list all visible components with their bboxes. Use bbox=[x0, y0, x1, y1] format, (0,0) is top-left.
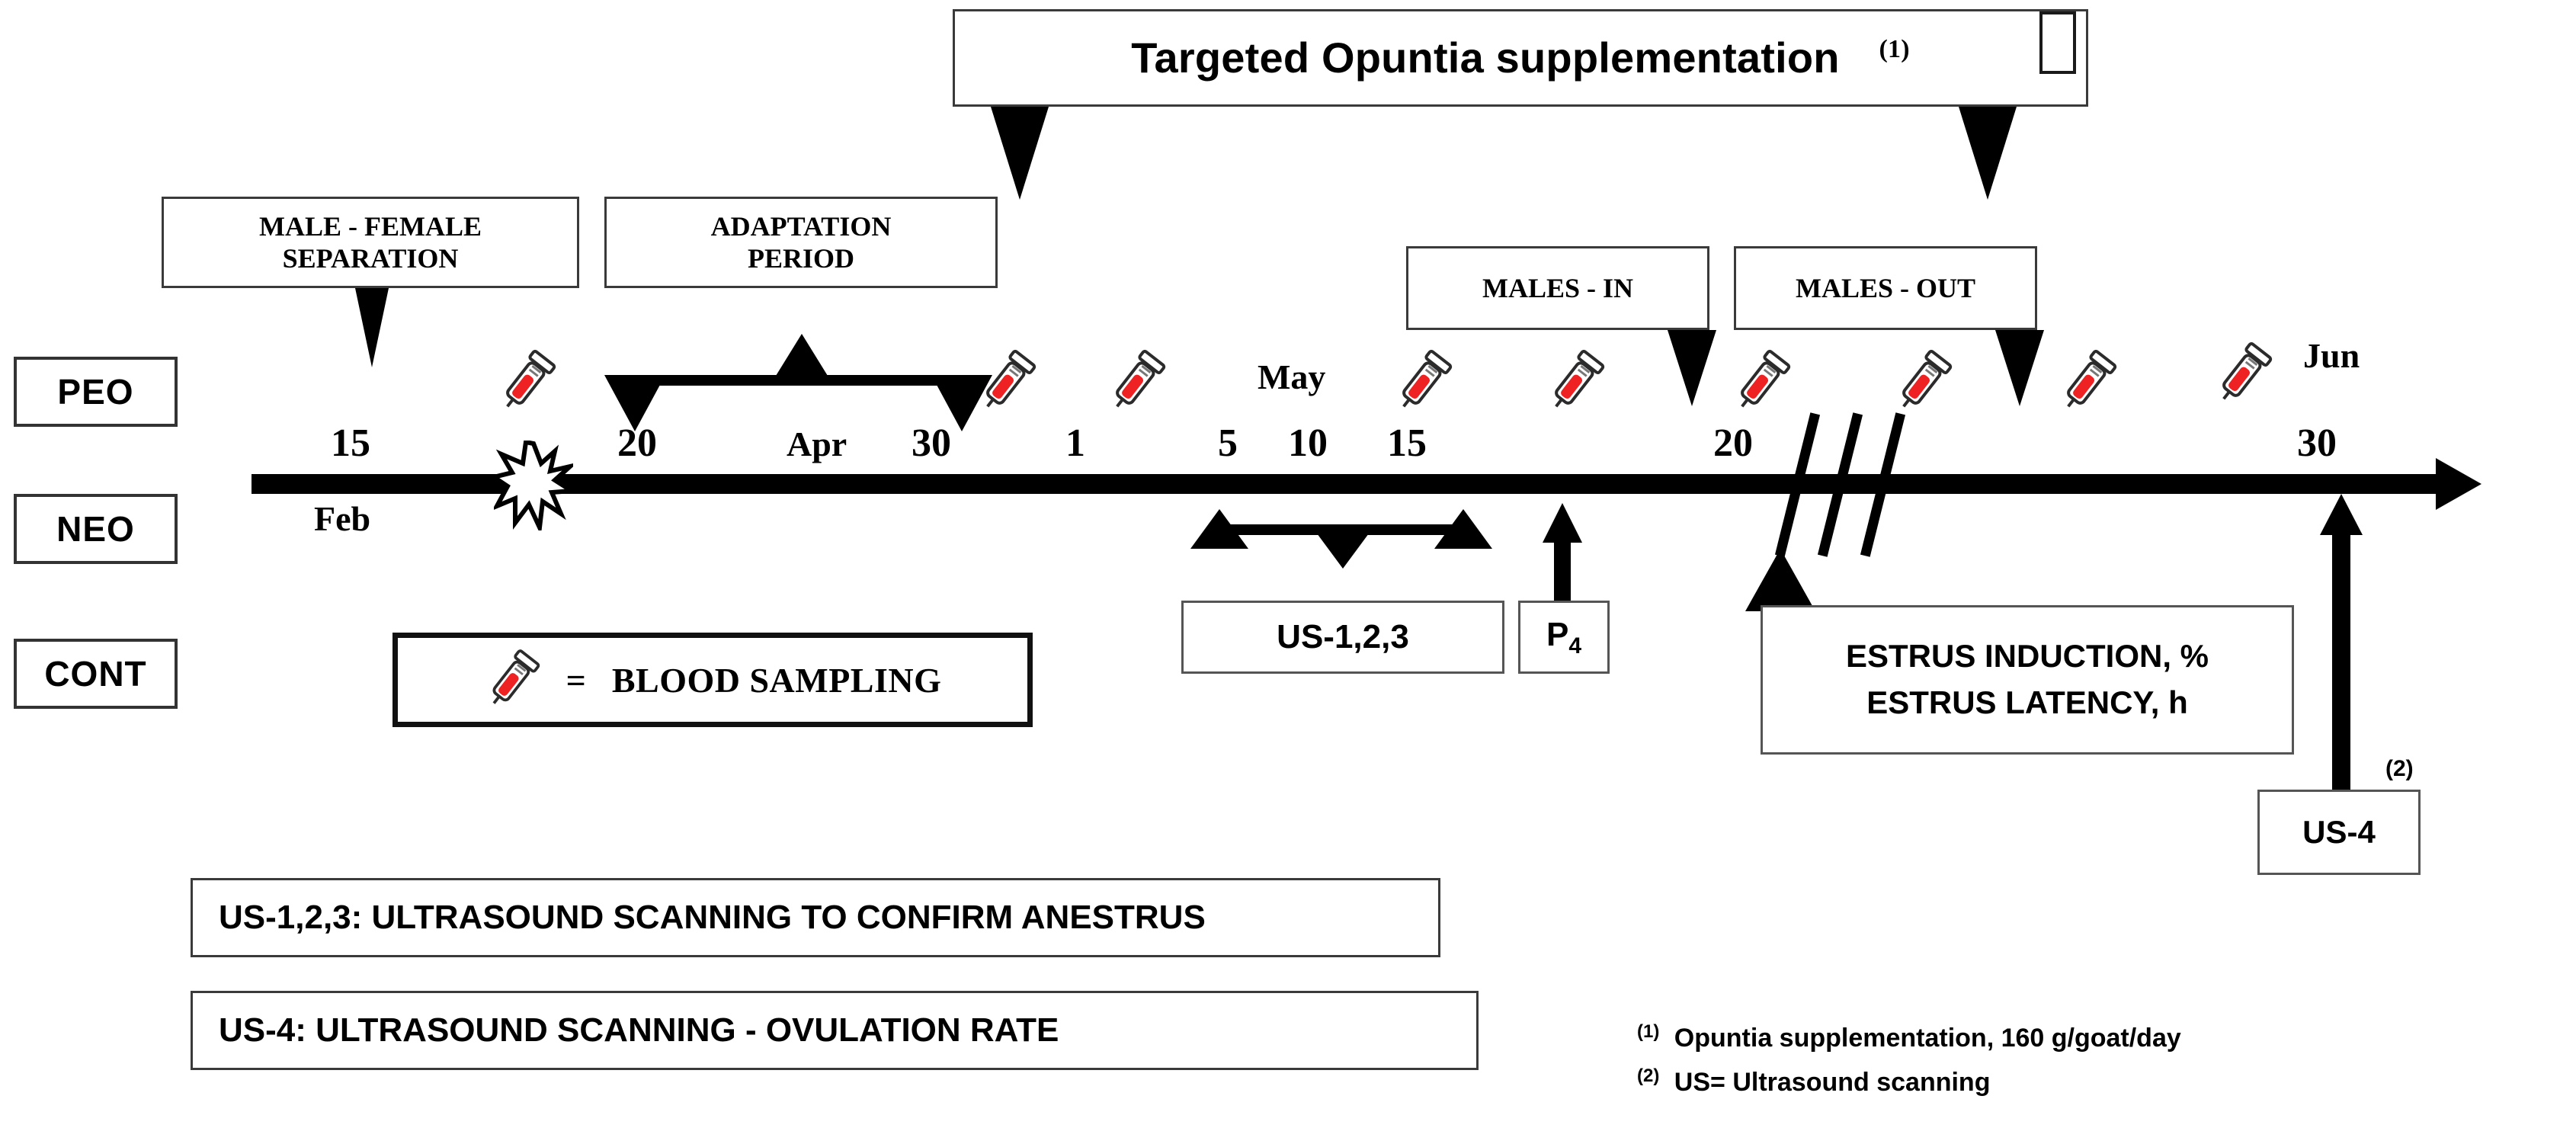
footnote-2: (2) US= Ultrasound scanning bbox=[1637, 1066, 1990, 1098]
event-box-males-in: MALES - IN bbox=[1406, 246, 1709, 330]
us123-span-center-tie-icon bbox=[1317, 534, 1369, 569]
timeline-starburst-icon bbox=[494, 441, 573, 530]
definition-box-us4: US-4: ULTRASOUND SCANNING - OVULATION RA… bbox=[191, 991, 1479, 1070]
date-label-30-apr: 30 bbox=[912, 421, 951, 465]
footnote-2-text: US= Ultrasound scanning bbox=[1674, 1068, 1991, 1098]
group-tag-peo-label: PEO bbox=[57, 372, 134, 412]
adaptation-period-line2: PERIOD bbox=[747, 243, 854, 274]
syringe-icon bbox=[506, 350, 556, 408]
measurement-box-p4: P4 bbox=[1518, 601, 1610, 674]
syringe-icon bbox=[986, 350, 1036, 408]
date-label-1-may: 1 bbox=[1065, 421, 1085, 465]
p4-label: P bbox=[1546, 615, 1569, 653]
us123-span-right-end-icon bbox=[1434, 509, 1492, 549]
male-female-separation-line1: MALE - FEMALE bbox=[259, 210, 482, 242]
group-tag-cont: CONT bbox=[14, 639, 178, 709]
males-in-label: MALES - IN bbox=[1482, 272, 1634, 303]
males-out-label: MALES - OUT bbox=[1795, 272, 1976, 303]
date-label-feb-15: 15 bbox=[331, 421, 370, 465]
us4-arrow-shaft bbox=[2332, 526, 2350, 809]
us123-span-bar bbox=[1212, 524, 1463, 535]
month-label-feb: Feb bbox=[314, 499, 371, 538]
timeline-arrowhead-icon bbox=[2436, 458, 2481, 510]
event-box-adaptation-period: ADAPTATION PERIOD bbox=[604, 197, 998, 288]
p4-subscript: 4 bbox=[1568, 633, 1582, 659]
banner-left-pointer-icon bbox=[991, 107, 1049, 200]
measurement-box-estrus: ESTRUS INDUCTION, % ESTRUS LATENCY, h bbox=[1761, 605, 2294, 755]
syringe-icon bbox=[1402, 350, 1453, 408]
date-label-30-jun: 30 bbox=[2297, 421, 2337, 465]
adaptation-span-left-end-icon bbox=[604, 375, 665, 431]
syringe-icon bbox=[2067, 350, 2117, 408]
syringe-icon bbox=[492, 649, 540, 704]
group-tag-peo: PEO bbox=[14, 357, 178, 427]
male-female-separation-line2: SEPARATION bbox=[282, 243, 459, 274]
opuntia-supplementation-banner: Targeted Opuntia supplementation (1) bbox=[953, 9, 2088, 107]
banner-right-pointer-icon bbox=[1959, 107, 2017, 200]
measurement-box-us4: US-4 bbox=[2257, 790, 2421, 875]
blood-sampling-label: BLOOD SAMPLING bbox=[611, 660, 942, 700]
us4-arrow-head-icon bbox=[2320, 494, 2363, 535]
measurement-box-us123: US-1,2,3 bbox=[1181, 601, 1504, 674]
us4-label: US-4 bbox=[2302, 814, 2376, 851]
us123-span-left-end-icon bbox=[1190, 509, 1248, 549]
p4-arrow-shaft bbox=[1554, 534, 1571, 601]
syringe-icon bbox=[1902, 350, 1953, 408]
group-tag-neo-label: NEO bbox=[56, 509, 135, 549]
syringe-icon bbox=[1116, 350, 1166, 408]
p4-arrow-head-icon bbox=[1543, 503, 1582, 543]
group-tag-cont-label: CONT bbox=[44, 654, 147, 694]
adaptation-span-right-end-icon bbox=[931, 375, 992, 431]
syringe-icon bbox=[1741, 350, 1791, 408]
adaptation-span-bar bbox=[625, 375, 962, 386]
males-out-pointer-icon bbox=[1995, 330, 2044, 406]
footnote-2-marker: (2) bbox=[1637, 1066, 1660, 1086]
male-female-separation-pointer-icon bbox=[355, 288, 389, 367]
banner-label: Targeted Opuntia supplementation bbox=[1131, 33, 1840, 82]
blood-sampling-legend: = BLOOD SAMPLING bbox=[392, 633, 1033, 727]
month-label-apr: Apr bbox=[787, 425, 847, 463]
month-label-jun: Jun bbox=[2303, 336, 2360, 375]
estrus-line2: ESTRUS LATENCY, h bbox=[1866, 684, 2188, 720]
definition-us4-label: US-4: ULTRASOUND SCANNING - OVULATION RA… bbox=[219, 1011, 1059, 1049]
definition-box-us123: US-1,2,3: ULTRASOUND SCANNING TO CONFIRM… bbox=[191, 878, 1440, 957]
date-label-15-may: 15 bbox=[1387, 421, 1427, 465]
banner-footnote-marker: (1) bbox=[1879, 35, 1910, 64]
males-in-pointer-icon bbox=[1668, 330, 1716, 406]
banner-right-notch bbox=[2039, 11, 2076, 74]
timeline-axis bbox=[252, 474, 2436, 494]
event-box-males-out: MALES - OUT bbox=[1734, 246, 2037, 330]
blood-sampling-equals: = bbox=[566, 660, 586, 700]
estrus-line1: ESTRUS INDUCTION, % bbox=[1845, 638, 2209, 675]
us123-label: US-1,2,3 bbox=[1277, 618, 1409, 656]
adaptation-period-line1: ADAPTATION bbox=[710, 210, 892, 242]
syringe-icon bbox=[2222, 342, 2273, 400]
date-label-10-may: 10 bbox=[1288, 421, 1328, 465]
footnote-1-text: Opuntia supplementation, 160 g/goat/day bbox=[1674, 1024, 2181, 1053]
date-label-20-may: 20 bbox=[1713, 421, 1753, 465]
month-label-may: May bbox=[1258, 357, 1326, 396]
footnote-1: (1) Opuntia supplementation, 160 g/goat/… bbox=[1637, 1021, 2181, 1053]
definition-us123-label: US-1,2,3: ULTRASOUND SCANNING TO CONFIRM… bbox=[219, 899, 1206, 937]
footnote-1-marker: (1) bbox=[1637, 1021, 1660, 1042]
us4-footnote-marker: (2) bbox=[2385, 756, 2414, 781]
estrus-pointer-icon bbox=[1745, 549, 1815, 611]
date-label-5-may: 5 bbox=[1218, 421, 1238, 465]
syringe-icon bbox=[1555, 350, 1605, 408]
date-label-20-mar: 20 bbox=[617, 421, 657, 465]
event-box-male-female-separation: MALE - FEMALE SEPARATION bbox=[162, 197, 579, 288]
group-tag-neo: NEO bbox=[14, 494, 178, 564]
